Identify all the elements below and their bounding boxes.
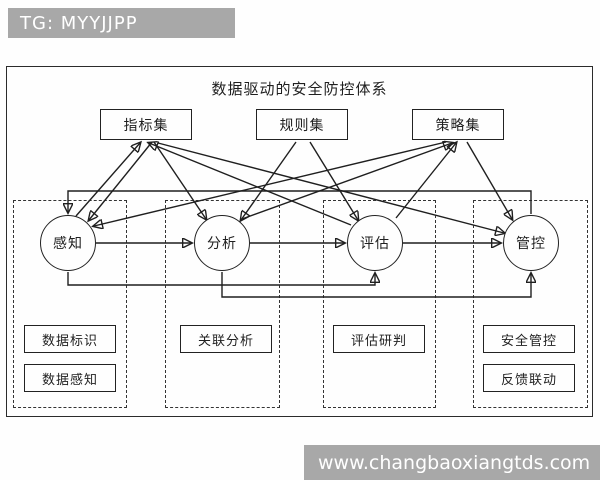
group-box-perception [13,200,127,408]
node-perception: 感知 [40,215,96,271]
node-analysis: 分析 [194,215,250,271]
edge-rule-set-to-analysis [241,141,297,220]
label-box-data-perception: 数据感知 [24,364,116,392]
box-strategy-set: 策略集 [412,109,504,140]
edge-indicator-set-to-perception [89,141,153,220]
edge-strategy-set-to-control [466,141,512,219]
box-rule-set: 规则集 [256,109,348,140]
label-box-evaluation-judgment: 评估研判 [333,325,425,353]
label-box-feedback-linkage: 反馈联动 [483,364,575,392]
edge-indicator-set-to-control [157,142,504,233]
edge-control-to-perception-feedback [68,190,532,214]
box-indicator-set: 指标集 [100,109,192,140]
diagram-border [6,66,593,417]
label-box-security-control: 安全管控 [483,325,575,353]
watermark-top-banner: TG: MYYJJPP [8,8,235,38]
edge-analysis-to-control-bottom [221,272,531,298]
node-control: 管控 [503,215,559,271]
group-box-analysis [165,200,280,408]
edge-rule-set-to-evaluation [309,141,358,220]
node-evaluation: 评估 [347,215,403,271]
watermark-bottom-banner: www.changbaoxiangtds.com [304,445,600,480]
edge-evaluation-to-indicator-set [149,143,352,226]
edge-evaluation-to-strategy-set [395,143,456,219]
label-box-correlation-analysis: 关联分析 [180,325,272,353]
diagram-title: 数据驱动的安全防控体系 [211,80,388,98]
label-box-data-identification: 数据标识 [24,325,116,353]
edge-strategy-set-to-perception [94,141,447,226]
edge-analysis-to-strategy-set [241,143,452,220]
edge-indicator-set-to-analysis [153,141,206,219]
edge-perception-to-indicator-set [75,143,140,217]
